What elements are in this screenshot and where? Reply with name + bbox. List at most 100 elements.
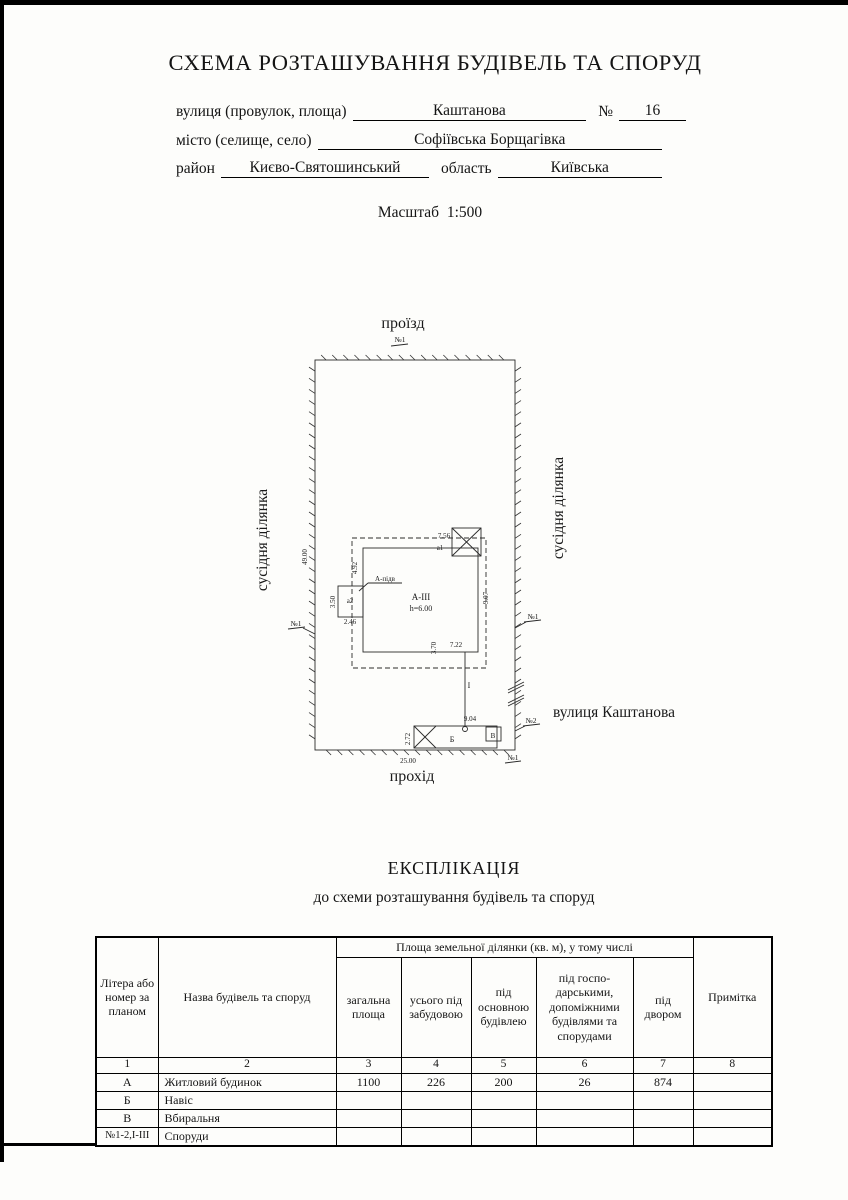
label-basement: А-підв xyxy=(375,575,396,583)
cell-built xyxy=(400,1126,472,1146)
table-header-row: загальна площа усього під забудовою під … xyxy=(96,956,772,1058)
number-sign: № xyxy=(598,103,613,120)
cell-total xyxy=(335,1108,402,1128)
cell-total: 1100 xyxy=(335,1072,402,1092)
cell-yard xyxy=(632,1090,694,1110)
dim-2-72: 2.72 xyxy=(404,732,412,745)
table-row-toilet: В Вбиральня xyxy=(95,1108,773,1128)
marker-n1-west: №1 xyxy=(291,619,302,628)
gate-symbol xyxy=(507,681,525,707)
cell-note xyxy=(692,1090,773,1110)
scan-edge-bottom xyxy=(0,1143,95,1146)
cell-letter: №1-2,I-III xyxy=(95,1126,159,1146)
scale-label: Масштаб 1:500 xyxy=(377,204,483,221)
district-label: район xyxy=(176,160,215,177)
dim-3-50: 3.50 xyxy=(329,595,337,608)
header-built-area: усього під забудовою xyxy=(400,956,472,1058)
document-title: СХЕМА РОЗТАШУВАННЯ БУДІВЕЛЬ ТА СПОРУД xyxy=(168,50,702,75)
city-value: Софіївська Борщагівка xyxy=(317,131,662,150)
district-value: Києво-Святошинський xyxy=(220,159,429,178)
col-num: 2 xyxy=(157,1056,337,1074)
table-header-group-row: Літера або номер за планом Назва будівел… xyxy=(95,936,773,1058)
label-neighbor-west: сусідня ділянка xyxy=(254,489,271,591)
dim-2-46: 2.46 xyxy=(344,618,357,626)
header-note: Примітка xyxy=(692,936,773,1058)
cell-letter: А xyxy=(95,1072,159,1092)
scan-edge-top xyxy=(0,0,848,5)
dim-4-92: 4.92 xyxy=(351,561,359,574)
col-num: 5 xyxy=(470,1056,537,1074)
form-row-city: місто (селище, село) Софіївська Борщагів… xyxy=(176,128,662,150)
dim-bottom-25: 25.00 xyxy=(400,757,416,765)
cell-note xyxy=(692,1072,773,1092)
table-row-canopy: Б Навіс xyxy=(95,1090,773,1110)
label-street-name: вулиця Каштанова xyxy=(553,704,675,721)
marker-n1-east: №1 xyxy=(528,612,539,621)
table-row-house: А Житловий будинок 1100 226 200 26 874 xyxy=(95,1072,773,1092)
cell-aux xyxy=(535,1108,634,1128)
header-area-group: Площа земельної ділянки (кв. м), у тому … xyxy=(335,936,694,958)
street-value: Каштанова xyxy=(352,102,587,121)
cell-yard: 874 xyxy=(632,1072,694,1092)
marker-n2-east: №2 xyxy=(526,716,537,725)
plot-boundary xyxy=(314,359,516,751)
col-num: 3 xyxy=(335,1056,402,1074)
city-label: місто (селище, село) xyxy=(176,132,312,149)
col-num: 1 xyxy=(95,1056,159,1074)
canopy xyxy=(413,725,502,749)
cell-yard xyxy=(632,1126,694,1146)
marker-leaders xyxy=(287,343,542,764)
label-house-height: h=6.00 xyxy=(410,604,433,613)
marker-n1-top: №1 xyxy=(395,335,406,344)
header-aux-area: під госпо-дарськими, допоміжними будівля… xyxy=(535,956,634,1058)
cell-built xyxy=(400,1090,472,1110)
label-neighbor-east: сусідня ділянка xyxy=(550,457,567,559)
explication-subtitle: до схеми розташування будівель та споруд xyxy=(313,889,595,906)
col-num: 4 xyxy=(400,1056,472,1074)
cell-main xyxy=(470,1126,537,1146)
dim-9-07: 9.07 xyxy=(482,591,490,604)
label-house: А-ІІІ xyxy=(412,592,431,602)
region-label: область xyxy=(440,160,492,177)
label-path-roman: I xyxy=(468,681,471,690)
cell-name: Житловий будинок xyxy=(157,1072,337,1092)
number-value: 16 xyxy=(619,102,686,121)
walk-path xyxy=(462,652,468,732)
col-num: 6 xyxy=(535,1056,634,1074)
dim-3-70: 3.70 xyxy=(430,641,438,654)
cell-aux: 26 xyxy=(535,1072,634,1092)
basement-outline xyxy=(351,537,487,669)
marker-n1-south: №1 xyxy=(508,753,519,762)
dim-7-56: 7.56 xyxy=(438,532,451,540)
header-total-area: загальна площа xyxy=(335,956,402,1058)
cell-main: 200 xyxy=(470,1072,537,1092)
cell-name: Навіс xyxy=(157,1090,337,1110)
label-prohid: прохід xyxy=(390,768,435,785)
annex-a2 xyxy=(337,585,364,618)
cell-main xyxy=(470,1090,537,1110)
header-letter: Літера або номер за планом xyxy=(95,936,159,1058)
label-a1: а1 xyxy=(437,544,444,552)
explication-title: ЕКСПЛІКАЦІЯ xyxy=(387,858,521,878)
cell-total xyxy=(335,1126,402,1146)
col-num: 7 xyxy=(632,1056,694,1074)
header-yard-area: під двором xyxy=(632,956,694,1058)
dim-7-22: 7.22 xyxy=(450,641,463,649)
cell-total xyxy=(335,1090,402,1110)
explication-table: Літера або номер за планом Назва будівел… xyxy=(95,936,773,1147)
toilet-outline xyxy=(485,726,502,742)
cell-aux xyxy=(535,1090,634,1110)
cell-built xyxy=(400,1108,472,1128)
dim-9-04: 9.04 xyxy=(464,715,477,723)
boundary-hatch-ticks xyxy=(308,354,522,756)
dim-left-49: 49.00 xyxy=(301,549,309,565)
region-value: Київська xyxy=(497,159,662,178)
street-label: вулиця (провулок, площа) xyxy=(176,103,347,120)
cell-letter: В xyxy=(95,1108,159,1128)
cell-main xyxy=(470,1108,537,1128)
label-a2: а2 xyxy=(347,597,354,605)
scan-edge-left xyxy=(0,0,4,1162)
label-canopy: Б xyxy=(450,735,455,744)
